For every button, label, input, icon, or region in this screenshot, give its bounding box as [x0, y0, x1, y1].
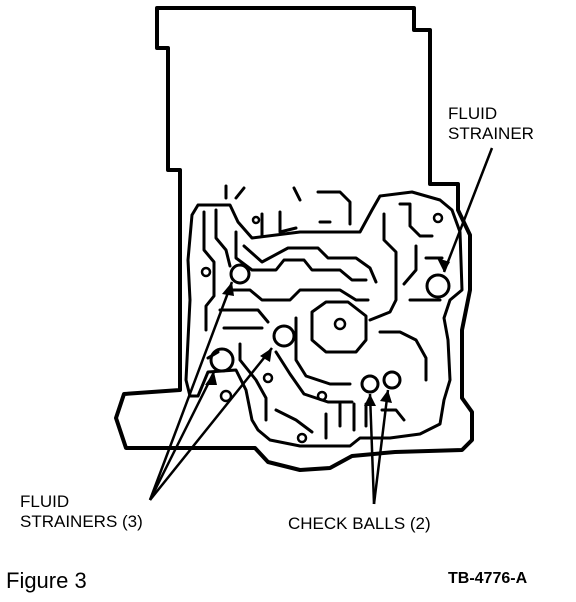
separator-plate-outline [184, 190, 464, 448]
check-ball-markers [360, 370, 402, 394]
strainer-upper-left [229, 263, 251, 285]
strainer-center [272, 324, 296, 348]
leader-check-ball-2 [372, 389, 390, 505]
fluid-strainer-markers [209, 263, 451, 373]
valve-body-outline [114, 6, 474, 472]
fluid-passages [202, 184, 444, 440]
arrowheads [205, 258, 450, 406]
check-balls-label: CHECK BALLS (2) [288, 514, 431, 533]
fluid-strainers-label-line1: FLUID [20, 492, 70, 511]
bolt-holes [200, 212, 444, 444]
leader-strainer-3 [149, 347, 273, 501]
check-ball-1 [360, 374, 380, 394]
check-ball-2 [382, 370, 402, 390]
leader-strainer-1 [148, 371, 216, 501]
fluid-strainers-label: FLUID STRAINERS (3) [20, 492, 143, 531]
leader-check-ball-1 [368, 393, 376, 505]
fluid-strainer-label-line1: FLUID [448, 104, 498, 123]
figure-id: TB-4776-A [448, 570, 528, 587]
leader-strainer-2 [148, 281, 234, 501]
fluid-strainers-label-line2: STRAINERS (3) [20, 511, 143, 531]
fluid-strainer-label: FLUID STRAINER [448, 104, 534, 143]
leader-lines [148, 147, 494, 505]
figure-caption: Figure 3 [6, 568, 87, 593]
strainer-right [425, 273, 451, 299]
leader-fluid-strainer [442, 147, 494, 273]
strainer-left [209, 347, 235, 373]
fluid-strainer-label-line2: STRAINER [448, 123, 534, 143]
